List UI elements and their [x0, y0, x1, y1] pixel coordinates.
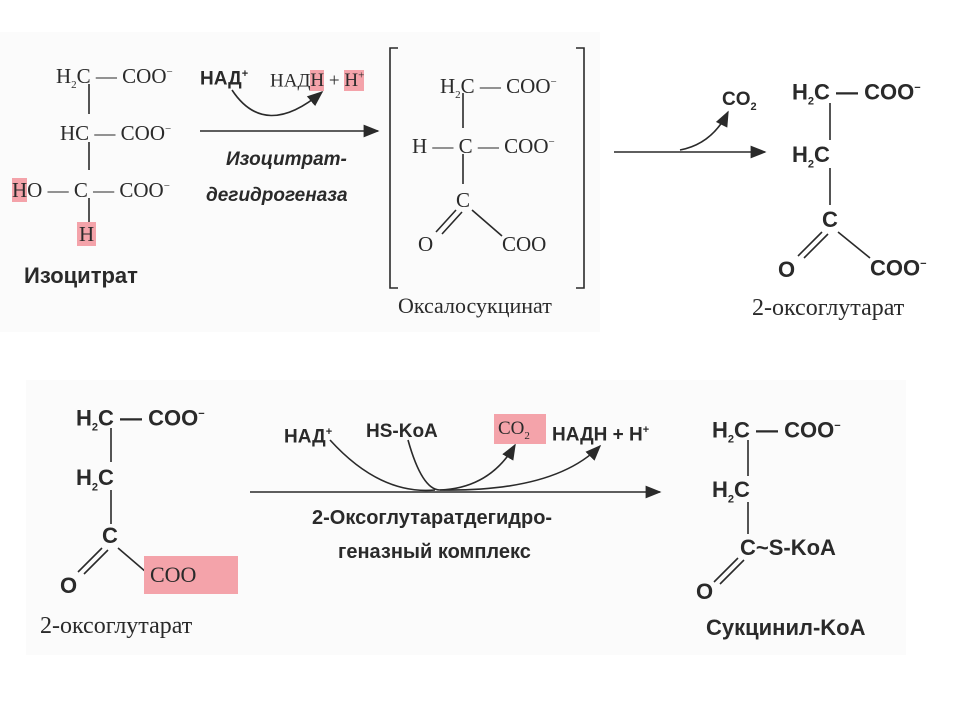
- isocitrate-highlighted-h: H: [77, 222, 97, 246]
- bond-line: [797, 231, 823, 257]
- oxalosuccinate-row-4-o: O: [418, 232, 434, 256]
- isocitrate-row-1: H2C — COO−: [56, 64, 173, 92]
- isocitrate-label: Изоцитрат: [24, 263, 138, 288]
- oxoglutarate-top-row-2: H2C: [792, 142, 830, 171]
- oxalosuccinate-label: Оксалосукцинат: [398, 293, 552, 318]
- isocitrate-row-2: HC — COO−: [60, 121, 172, 145]
- succinylcoa-label: Сукцинил-KoA: [706, 615, 866, 640]
- succinylcoa-row-1: H2C — COO−: [712, 417, 841, 446]
- co2-curve-2: [439, 443, 516, 491]
- oxalosuccinate-row-2: H — C — COO−: [412, 134, 555, 158]
- hskoa-label: HS-KoA: [366, 421, 438, 442]
- isocitrate-row-3: HO — C — COO−: [12, 178, 170, 202]
- co2-bottom-highlight: CO2: [494, 414, 546, 444]
- oxoglutarate-top-row-4-o: O: [778, 257, 796, 282]
- succinylcoa-row-2: H2C: [712, 477, 750, 506]
- bracket-left: [389, 47, 398, 289]
- co2-top-label: CO2: [722, 89, 757, 113]
- oxoglutarate-bottom-coo-highlight: COO: [144, 556, 238, 594]
- bond-line: [117, 547, 147, 573]
- oxoglutarate-bottom-label: 2-оксоглутарат: [40, 613, 193, 639]
- nad-in-label: НАД+: [200, 68, 249, 90]
- bond-line: [441, 211, 463, 235]
- bond-line: [83, 549, 109, 575]
- bottom-panel: [26, 380, 906, 655]
- nad-curve: [329, 439, 436, 492]
- oxalosuccinate-row-1: H2C — COO−: [440, 74, 557, 102]
- bond-line: [435, 209, 457, 233]
- bond-line: [471, 209, 503, 237]
- nadh-curve: [439, 444, 602, 491]
- enzyme-1-line-2: дегидрогеназа: [206, 185, 348, 206]
- proton-highlight: Н+: [344, 70, 365, 92]
- cofactor-curve-1: [231, 89, 324, 117]
- succinylcoa-row-3: C~S-KoA: [740, 535, 836, 560]
- nadh-bottom-label: НАДН + Н+: [552, 424, 650, 446]
- highlighted-h: H: [12, 178, 28, 202]
- oxoglutarate-bottom-row-1: H2C — COO−: [76, 405, 205, 434]
- nadh-out-label: НАДН + Н+: [270, 70, 365, 92]
- oxoglutarate-top-row-3: C: [822, 207, 838, 232]
- oxalosuccinate-row-4-coo: COO: [502, 232, 547, 256]
- oxoglutarate-bottom-row-4-o: O: [60, 573, 78, 598]
- enzyme-1-line-1: Изоцитрат-: [226, 149, 347, 170]
- oxoglutarate-top-row-1: H2C — COO−: [792, 79, 921, 108]
- bracket-right: [576, 47, 585, 289]
- enzyme-2-line-2: геназный комплекс: [338, 541, 531, 563]
- bond-line: [803, 233, 829, 259]
- oxoglutarate-bottom-row-2: H2C: [76, 465, 114, 494]
- oxoglutarate-top-label: 2-оксоглутарат: [752, 295, 905, 321]
- oxoglutarate-top-row-4-coo: COO−: [870, 255, 927, 281]
- top-panel: [0, 32, 600, 332]
- succinylcoa-row-4-o: O: [696, 579, 714, 604]
- hskoa-curve: [407, 439, 441, 491]
- bond-line: [837, 231, 871, 259]
- oxoglutarate-bottom-row-3: C: [102, 523, 118, 548]
- bond-line: [713, 557, 739, 583]
- oxalosuccinate-row-3: C: [456, 188, 471, 212]
- co2-curve-1: [679, 110, 729, 151]
- enzyme-2-line-1: 2-Оксоглутаратдегидро-: [312, 507, 553, 529]
- nad-bottom-label: НАД+: [284, 426, 333, 448]
- bond-line: [719, 559, 745, 585]
- bond-line: [77, 547, 103, 573]
